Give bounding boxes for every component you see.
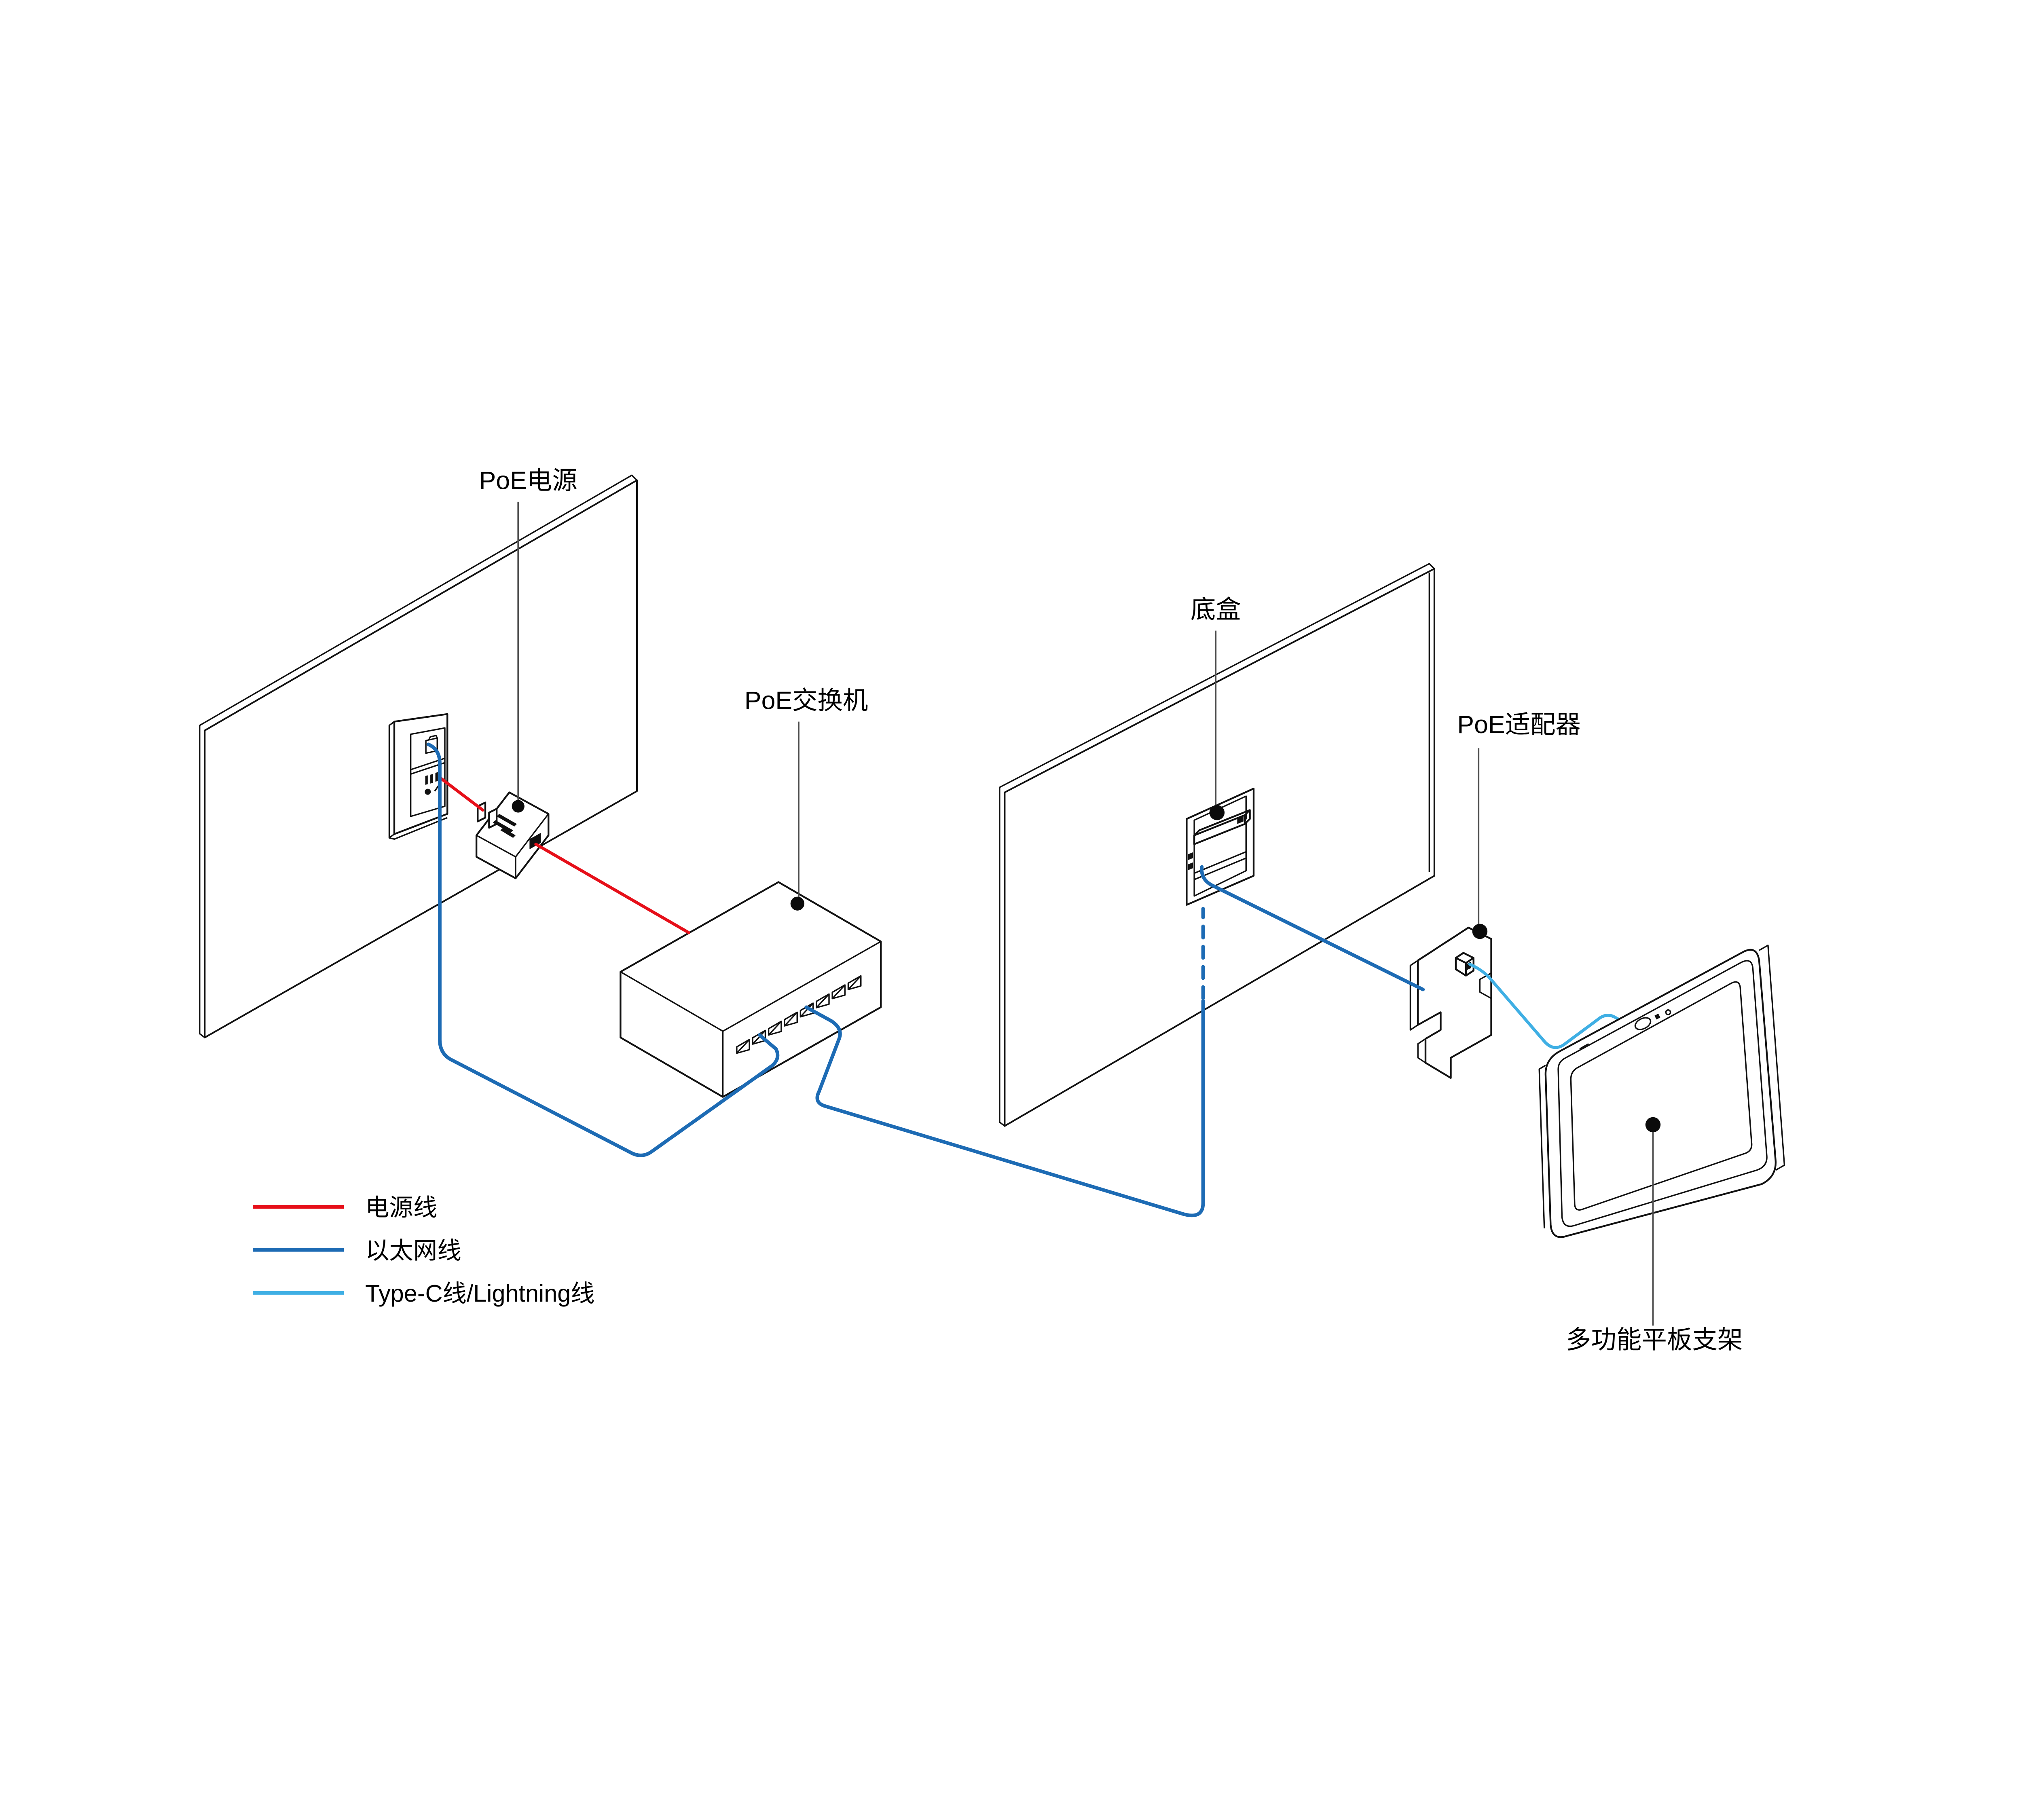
tablet-bezel: [1557, 960, 1768, 1227]
leader-dot-poe-switch: [790, 896, 805, 911]
poe-power-injector: [475, 791, 550, 879]
switch-port-4: [784, 1011, 798, 1027]
component-labels: PoE电源 PoE交换机 底盒 PoE适配器 多功能平板支架: [479, 467, 1743, 1354]
junction-box-terminals: [1188, 852, 1193, 871]
switch-port-8: [847, 975, 862, 991]
camera-lens-icon: [1634, 1017, 1652, 1030]
switch-port-1: [736, 1039, 750, 1054]
typec-cable-adapter-to-tablet: [1468, 963, 1635, 1049]
camera-sensor-icon: [1654, 1014, 1660, 1020]
adapter-right-notch: [1479, 972, 1492, 999]
legend-item-power: 电源线: [253, 1194, 437, 1221]
switch-port-5: [799, 1002, 814, 1018]
junction-box-port: [1237, 815, 1244, 824]
camera-module: [1634, 1009, 1671, 1030]
ethernet-cable-outlet-to-switch: [427, 742, 780, 1157]
outlet-inner-frame: [410, 727, 446, 817]
injector-output-port: [529, 833, 541, 850]
power-cable-outlet-to-injector: [439, 777, 484, 812]
tablet-stand: [1538, 945, 1785, 1238]
tablet-outer-frame: [1544, 949, 1777, 1238]
switch-port-7: [831, 984, 846, 1000]
tablet-top-notch: [1579, 1043, 1589, 1050]
label-poe-power: PoE电源: [479, 467, 577, 495]
label-poe-switch: PoE交换机: [745, 687, 868, 715]
injector-vents: [493, 814, 517, 838]
outlet-side-face: [388, 721, 448, 840]
poe-adapter: [1409, 927, 1492, 1079]
switch-ports: [736, 975, 862, 1054]
wall-right-thickness-edge: [999, 563, 1435, 1127]
legend-label-typec: Type-C线/Lightning线: [365, 1280, 594, 1307]
legend-item-typec: Type-C线/Lightning线: [253, 1280, 595, 1307]
ethernet-cable-switch-to-box: [804, 999, 1205, 1218]
label-junction-box: 底盒: [1191, 596, 1241, 624]
junction-box-rail: [1193, 809, 1251, 846]
adapter-plate: [1417, 927, 1492, 1079]
legend-label-power: 电源线: [365, 1194, 437, 1221]
switch-port-3: [768, 1021, 782, 1036]
legend-item-ethernet: 以太网线: [253, 1237, 461, 1264]
leader-dot-junction-box: [1209, 805, 1225, 820]
camera-led-icon: [1665, 1009, 1671, 1015]
ethernet-cable-box-to-adapter: [1200, 865, 1425, 991]
tablet-side-faces: [1538, 945, 1785, 1229]
adapter-side-face: [1409, 960, 1426, 1064]
wall-left-thickness-edge: [199, 474, 638, 1038]
label-tablet-stand: 多功能平板支架: [1566, 1326, 1743, 1354]
switch-top-edges: [620, 941, 881, 1097]
leader-dot-poe-adapter: [1472, 924, 1488, 939]
outlet-faceplate: [393, 713, 448, 835]
injector-top-edges: [476, 813, 549, 879]
switch-port-6: [816, 993, 830, 1009]
installation-diagram: PoE电源 PoE交换机 底盒 PoE适配器 多功能平板支架 电源线 以太网线 …: [199, 467, 1785, 1354]
poe-switch: [620, 881, 882, 1098]
power-cable-injector-to-switch: [534, 843, 690, 934]
leader-dot-tablet-stand: [1645, 1117, 1661, 1133]
leader-lines: [512, 502, 1661, 1326]
power-outlet: [388, 713, 448, 840]
label-poe-adapter: PoE适配器: [1457, 710, 1581, 739]
tablet-screen: [1570, 981, 1753, 1211]
leader-dot-poe-power: [512, 800, 525, 813]
cables: [427, 742, 1425, 1218]
legend: 电源线 以太网线 Type-C线/Lightning线: [253, 1194, 595, 1307]
legend-label-ethernet: 以太网线: [365, 1237, 461, 1264]
